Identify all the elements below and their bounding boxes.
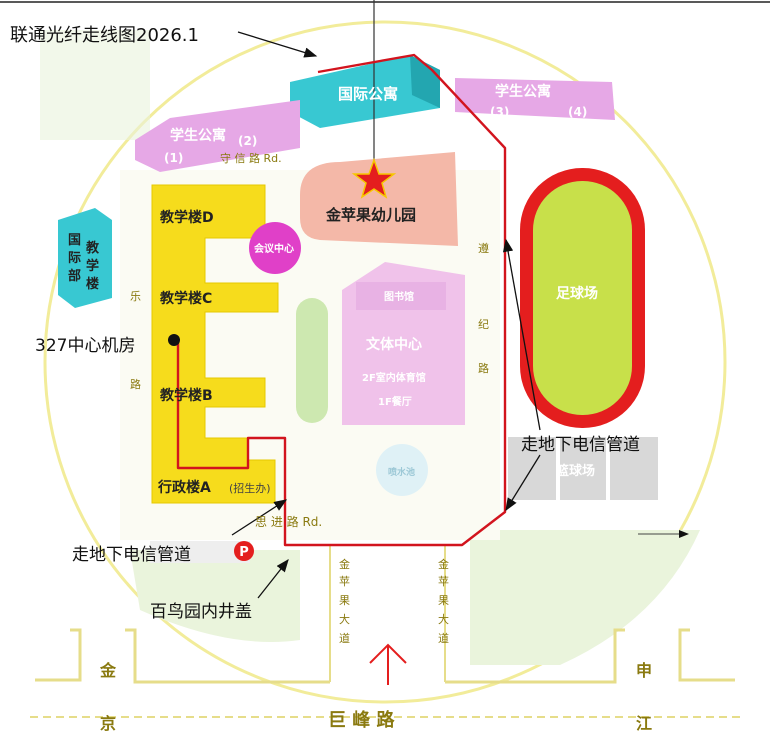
conference-center bbox=[249, 222, 301, 274]
svg-text:际: 际 bbox=[68, 251, 81, 266]
jinpingguo-ave-left-label: 金 bbox=[339, 557, 350, 571]
conference-label: 会议中心 bbox=[254, 242, 294, 255]
lawn-southeast bbox=[470, 530, 700, 665]
svg-text:苹: 苹 bbox=[339, 574, 350, 588]
svg-text:纪: 纪 bbox=[478, 318, 489, 331]
svg-text:(2): (2) bbox=[238, 134, 257, 148]
conduit-left-label: 走地下电信管道 bbox=[72, 545, 191, 565]
svg-text:苹: 苹 bbox=[438, 574, 449, 588]
intl-apartment bbox=[290, 55, 440, 128]
manhole-arrow bbox=[257, 558, 289, 599]
conduit-right-arrow-down bbox=[505, 454, 541, 512]
svg-text:京: 京 bbox=[100, 714, 116, 733]
student-apt-2-label: 学生公寓 bbox=[495, 83, 551, 100]
shenjiang-road-label: 申 bbox=[636, 661, 652, 680]
central-lawn bbox=[296, 298, 328, 423]
svg-text:道: 道 bbox=[339, 631, 350, 645]
star-icon bbox=[351, 157, 397, 199]
svg-text:路: 路 bbox=[478, 362, 489, 375]
intl-apartment-label: 国际公寓 bbox=[338, 85, 398, 103]
culture-sports-label: 文体中心 bbox=[366, 336, 422, 353]
teaching-d-label: 教学楼D bbox=[160, 209, 214, 226]
student-apartment-1-2 bbox=[135, 100, 300, 172]
admin-a-label: 行政楼A bbox=[157, 479, 211, 496]
lawn-northwest bbox=[40, 30, 150, 140]
zunji-road-label: 遵 bbox=[478, 241, 489, 255]
svg-text:楼: 楼 bbox=[86, 276, 99, 292]
svg-text:果: 果 bbox=[339, 594, 350, 607]
sijin-road-label: 思 进 路 Rd. bbox=[255, 514, 322, 529]
student-apartment-3-4 bbox=[455, 78, 615, 120]
kindergarten-label: 金苹果幼儿园 bbox=[325, 206, 416, 224]
kindergarten-building bbox=[300, 152, 458, 246]
student-apt-1-label: 学生公寓 bbox=[170, 127, 226, 144]
road-frame-left bbox=[35, 628, 82, 682]
conduit-right-label: 走地下电信管道 bbox=[521, 435, 640, 455]
teaching-c-label: 教学楼C bbox=[160, 290, 212, 307]
svg-text:(1): (1) bbox=[164, 151, 183, 165]
map-title: 联通光纤走线图2026.1 bbox=[10, 25, 199, 46]
svg-text:果: 果 bbox=[438, 594, 449, 607]
conduit-right-arrow-up bbox=[502, 238, 541, 431]
svg-text:路: 路 bbox=[130, 378, 141, 391]
canteen-label: 1F餐厅 bbox=[378, 395, 412, 408]
library-block bbox=[356, 282, 446, 310]
admissions-label: (招生办) bbox=[229, 481, 271, 495]
svg-text:教: 教 bbox=[85, 240, 100, 256]
lawn-southwest bbox=[130, 550, 300, 642]
parking-icon bbox=[234, 541, 254, 561]
jufeng-road-label: 巨 峰 路 bbox=[328, 709, 396, 731]
gym-label: 2F室内体育馆 bbox=[362, 371, 426, 384]
parking-lot bbox=[150, 541, 250, 563]
conduit-left-arrow bbox=[231, 499, 288, 536]
svg-text:部: 部 bbox=[68, 268, 81, 284]
le-road-label: 乐 bbox=[130, 290, 141, 303]
machine-room-dot bbox=[168, 334, 180, 346]
manhole-label: 百鸟园内井盖 bbox=[150, 602, 252, 622]
shouxin-road-label: 守 信 路 Rd. bbox=[220, 151, 282, 165]
parking-icon-letter: P bbox=[239, 545, 249, 560]
basketball-courts bbox=[508, 437, 658, 500]
svg-text:道: 道 bbox=[438, 631, 449, 645]
intl-teaching-building bbox=[58, 208, 112, 308]
teaching-b-label: 教学楼B bbox=[160, 387, 213, 404]
svg-text:大: 大 bbox=[339, 612, 350, 626]
machine-room-label: 327中心机房 bbox=[35, 336, 136, 356]
gate-arrow-icon bbox=[369, 643, 407, 685]
pond bbox=[376, 444, 428, 496]
jinpingguo-ave-right-label: 金 bbox=[438, 557, 449, 571]
road-frame-right bbox=[678, 628, 735, 682]
basketball-label: 篮球场 bbox=[555, 463, 595, 479]
pond-label: 喷水池 bbox=[388, 466, 415, 478]
svg-text:学: 学 bbox=[86, 258, 99, 274]
svg-text:江: 江 bbox=[636, 714, 652, 733]
intl-dept-label: 国 bbox=[68, 233, 81, 248]
svg-text:(3): (3) bbox=[490, 105, 509, 119]
title-arrow bbox=[237, 31, 318, 58]
fiber-route bbox=[176, 53, 507, 547]
library-label: 图书馆 bbox=[384, 290, 414, 303]
football-field bbox=[533, 181, 632, 415]
jinjing-road-label: 金 bbox=[99, 661, 117, 680]
football-label: 足球场 bbox=[556, 285, 598, 302]
teaching-building-block bbox=[151, 184, 279, 504]
svg-text:(4): (4) bbox=[568, 105, 587, 119]
svg-text:大: 大 bbox=[438, 612, 449, 626]
